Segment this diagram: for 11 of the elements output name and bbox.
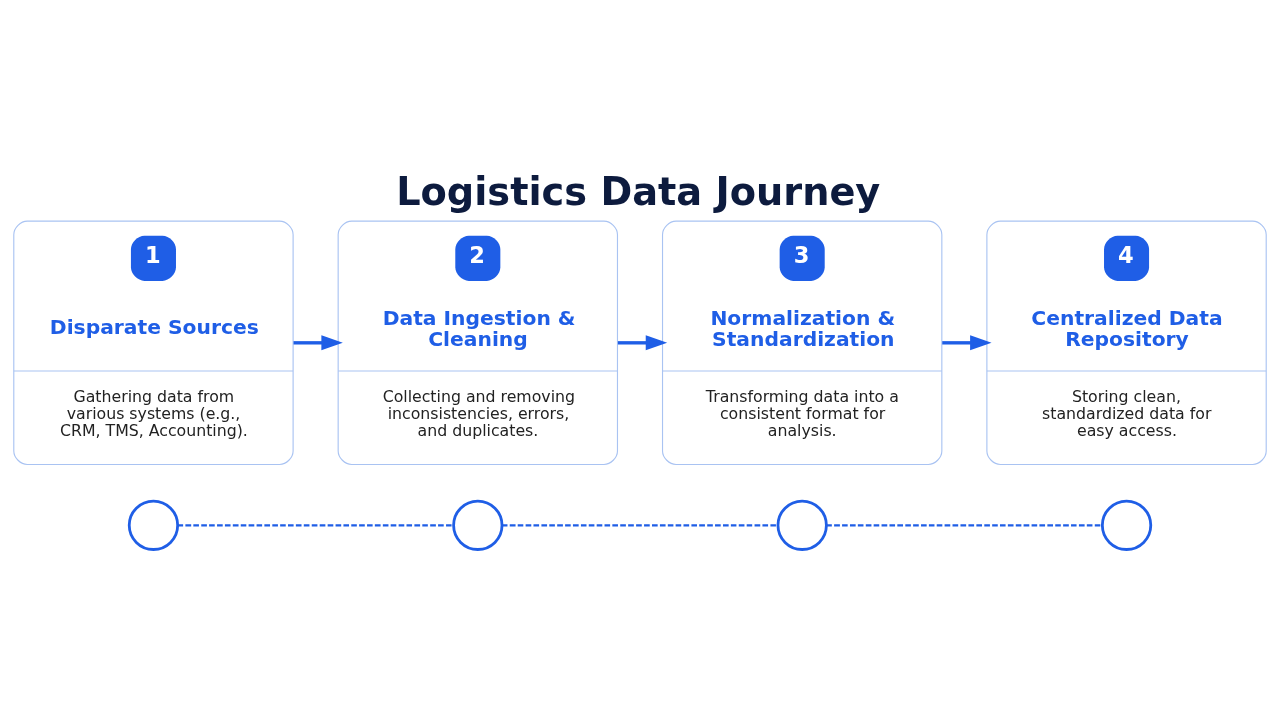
connector [177,524,454,527]
arrow [617,335,668,351]
node-circle [1100,499,1153,551]
connector [502,524,778,527]
diagram-title: Logistics Data Journey [396,168,881,214]
node-circle [776,499,828,551]
node-circle [452,499,504,551]
arrow [942,335,992,351]
arrow [293,335,343,351]
node-circle [127,499,180,551]
connector [826,524,1103,527]
